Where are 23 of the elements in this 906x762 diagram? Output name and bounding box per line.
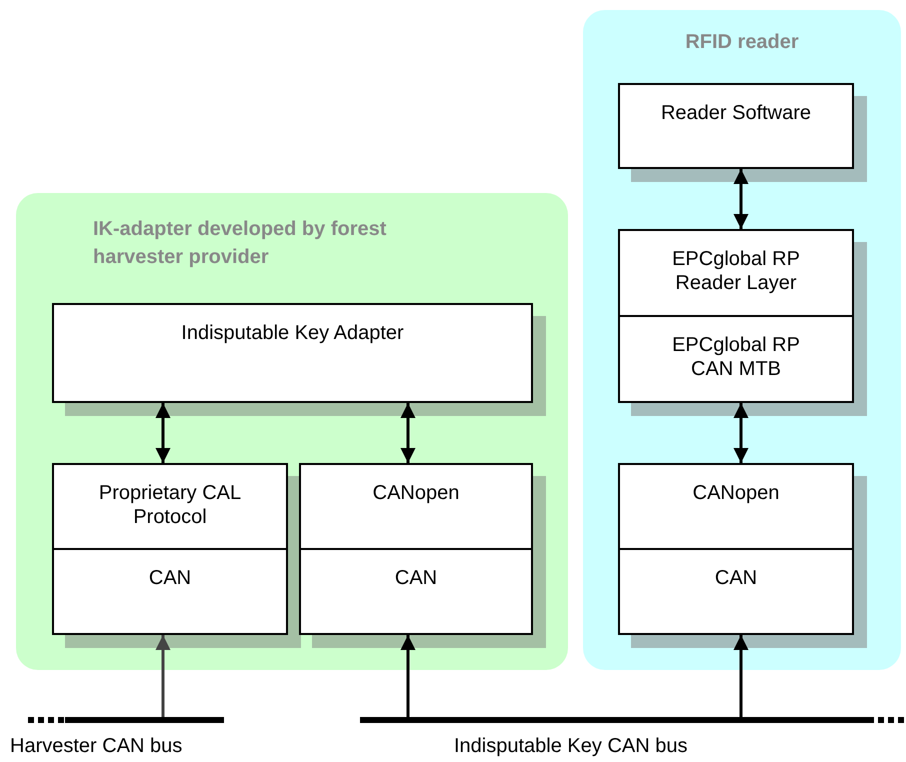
group-panel <box>16 193 568 670</box>
arrow <box>400 403 416 463</box>
layer-label: CANopen <box>692 481 780 505</box>
layer-label: Indisputable Key Adapter <box>180 321 405 345</box>
arrow <box>156 635 170 717</box>
layer-label: CAN <box>394 566 438 590</box>
layer-label: EPCglobal RP CAN MTB <box>671 333 801 381</box>
layer-label: Proprietary CAL Protocol <box>98 481 242 529</box>
arrow <box>400 635 416 717</box>
layer-label: Reader Software <box>660 101 812 125</box>
group-heading: RFID reader <box>684 30 800 55</box>
layer-label: CANopen <box>372 481 460 505</box>
arrow <box>156 403 170 463</box>
layer-label: CAN <box>148 566 192 590</box>
bus-label: Harvester CAN bus <box>10 734 182 758</box>
bus-label: Indisputable Key CAN bus <box>454 734 688 758</box>
layer-label: CAN <box>714 566 758 590</box>
group-panel <box>583 10 901 670</box>
layer-label: EPCglobal RP Reader Layer <box>671 247 801 295</box>
arrow <box>734 635 748 717</box>
arrow <box>734 403 748 463</box>
group-heading: IK-adapter developed by forest harvester provider <box>93 217 388 270</box>
arrow <box>734 169 748 229</box>
